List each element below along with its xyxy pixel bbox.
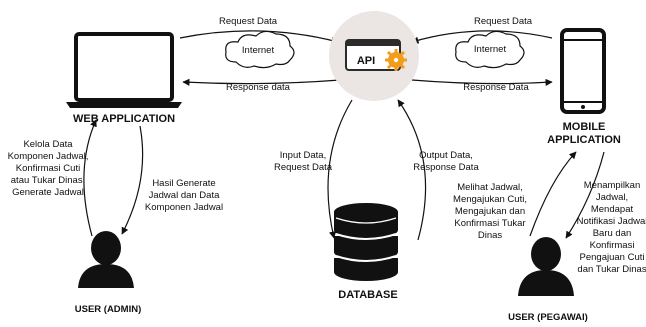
db-output-arrow xyxy=(397,99,427,241)
api-label: API xyxy=(357,55,375,67)
mobile-app-label-1: MOBILE xyxy=(563,121,606,133)
note-line: dan Tukar Dinas xyxy=(577,264,646,275)
db-input-arrow xyxy=(327,99,353,239)
response-arrow-left xyxy=(182,78,341,86)
note-line: Komponen Jadwal, xyxy=(8,151,89,162)
request-arrow-right xyxy=(411,30,553,44)
web-application: WEB APPLICATION xyxy=(66,32,182,125)
note-line: Mendapat xyxy=(591,204,634,215)
pegawai-actions-text: Melihat Jadwal, Mengajukan Cuti, Mengaju… xyxy=(453,182,527,241)
note-line: Konfirmasi Tukar xyxy=(454,218,525,229)
user-pegawai: USER (PEGAWAI) xyxy=(508,237,588,323)
db-input-label-2: Request Data xyxy=(274,162,333,173)
mobile-application: MOBILE APPLICATION xyxy=(547,28,621,146)
user-admin: USER (ADMIN) xyxy=(75,231,142,315)
note-line: Notifikasi Jadwal xyxy=(577,216,646,227)
admin-down-arrow xyxy=(121,125,144,235)
db-output-label-2: Response Data xyxy=(413,162,479,173)
cloud-label: Internet xyxy=(474,44,507,55)
response-label-left: Response data xyxy=(226,82,291,93)
pegawai-up-arrow xyxy=(529,151,577,237)
connectors xyxy=(83,30,605,241)
database: DATABASE xyxy=(334,203,398,301)
request-arrow-left xyxy=(179,30,339,44)
note-line: Konfirmasi Cuti xyxy=(16,163,80,174)
note-line: Generate Jadwal xyxy=(12,187,84,198)
pegawai-down-arrow xyxy=(565,151,605,239)
user-admin-label: USER (ADMIN) xyxy=(75,304,142,315)
note-line: Baru dan xyxy=(593,228,632,239)
cloud-label: Internet xyxy=(242,45,275,56)
cloud-icon xyxy=(455,30,525,69)
response-label-right: Response Data xyxy=(463,82,529,93)
note-line: Kelola Data xyxy=(23,139,73,150)
mobile-app-label-2: APPLICATION xyxy=(547,134,621,146)
note-line: Konfirmasi xyxy=(590,240,635,251)
note-line: Melihat Jadwal, xyxy=(457,182,522,193)
person-icon xyxy=(518,237,574,296)
admin-results-text: Hasil Generate Jadwal dan Data Komponen … xyxy=(145,178,223,213)
db-input-label-1: Input Data, xyxy=(280,150,326,161)
database-label: DATABASE xyxy=(338,289,397,301)
web-app-label: WEB APPLICATION xyxy=(73,113,175,125)
db-output-label-1: Output Data, xyxy=(419,150,473,161)
gear-icon xyxy=(385,49,407,71)
request-label-right: Request Data xyxy=(474,16,533,27)
internet-cloud-left: Internet xyxy=(225,30,295,69)
admin-up-arrow xyxy=(83,119,97,237)
note-line: Komponen Jadwal xyxy=(145,202,223,213)
note-line: Jadwal dan Data xyxy=(149,190,220,201)
laptop-icon xyxy=(66,32,182,108)
note-line: Mengajukan dan xyxy=(455,206,525,217)
pegawai-results-text: Menampilkan Jadwal, Mendapat Notifikasi … xyxy=(577,180,646,275)
note-line: Jadwal, xyxy=(596,192,628,203)
note-line: atau Tukar Dinas, xyxy=(11,175,85,186)
note-line: Hasil Generate xyxy=(152,178,215,189)
note-line: Menampilkan xyxy=(584,180,641,191)
admin-actions-text: Kelola Data Komponen Jadwal, Konfirmasi … xyxy=(8,139,89,198)
cloud-icon xyxy=(225,30,295,69)
note-line: Pengajuan Cuti xyxy=(580,252,645,263)
note-line: Mengajukan Cuti, xyxy=(453,194,527,205)
phone-icon xyxy=(560,28,606,114)
note-line: Dinas xyxy=(478,230,503,241)
internet-cloud-right: Internet xyxy=(455,30,525,69)
response-arrow-right xyxy=(411,78,553,86)
api-node: API xyxy=(329,11,419,101)
person-icon xyxy=(78,231,134,288)
user-pegawai-label: USER (PEGAWAI) xyxy=(508,312,588,323)
request-label-left: Request Data xyxy=(219,16,278,27)
database-icon xyxy=(334,203,398,281)
